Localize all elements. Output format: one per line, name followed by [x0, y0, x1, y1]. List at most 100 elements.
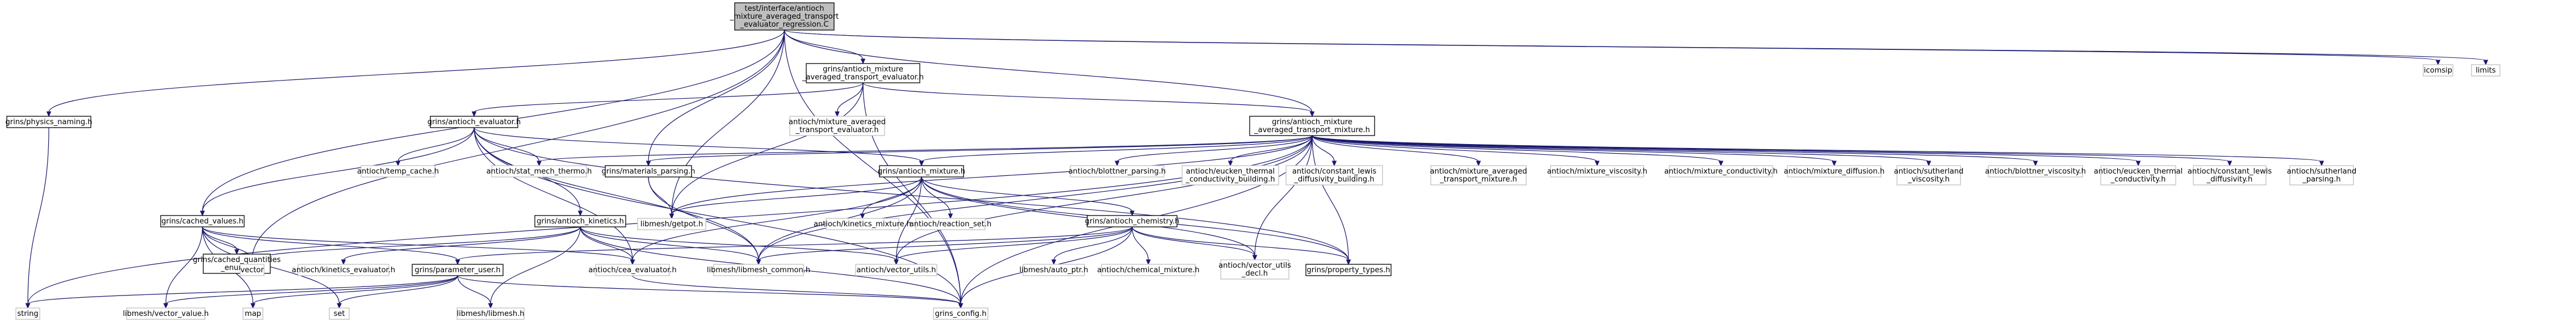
- node-set[interactable]: set: [329, 307, 350, 320]
- node-matpars[interactable]: grins/materials_parsing.h: [602, 165, 696, 178]
- node-getpot[interactable]: libmesh/getpot.h: [637, 218, 706, 230]
- node-bparse[interactable]: antioch/blottner_parsing.h: [1069, 165, 1166, 178]
- node-phys[interactable]: grins/physics_naming.h: [6, 116, 93, 128]
- node-cldiff[interactable]: antioch/constant_lewis_diffusivity.h: [2188, 165, 2272, 185]
- edge-puser-to-set: [338, 275, 458, 305]
- node-kvmix[interactable]: antioch/kinetics_mixture.h: [814, 218, 911, 230]
- node-vutils[interactable]: antioch/vector_utils.h: [855, 264, 937, 276]
- edge-arrowhead: [1594, 161, 1600, 167]
- node-mvisc[interactable]: antioch/mixture_viscosity.h: [1547, 165, 1647, 178]
- edge-arrowhead: [669, 213, 675, 220]
- node-cvals[interactable]: grins/cached_values.h: [160, 215, 245, 227]
- node-map[interactable]: map: [242, 307, 263, 320]
- edge-akin-to-keval: [343, 226, 581, 261]
- node-label: libmesh/getpot.h: [640, 220, 703, 229]
- node-vector[interactable]: vector: [240, 264, 265, 276]
- node-sutvisc[interactable]: antioch/sutherland_viscosity.h: [1894, 165, 1963, 185]
- edge-amatm-to-euctc: [1312, 135, 2139, 162]
- node-label: antioch/chemical_mixture.h: [1097, 266, 1199, 275]
- node-label: _decl.h: [1241, 269, 1268, 278]
- edge-arrowhead: [1718, 161, 1724, 167]
- node-amatm[interactable]: grins/antioch_mixture_averaged_transport…: [1249, 116, 1375, 136]
- node-label: _transport_evaluator.h: [795, 126, 878, 134]
- edge-amatm-to-vutils: [895, 135, 1313, 261]
- edge-arrowhead: [630, 259, 635, 265]
- edge-arrowhead: [958, 303, 964, 309]
- node-box: [2471, 64, 2500, 77]
- edge-phys-to-string: [27, 127, 49, 305]
- node-tcache[interactable]: antioch/temp_cache.h: [357, 165, 439, 178]
- edge-amatm-to-proptypes: [1312, 135, 1349, 261]
- node-blotvisc[interactable]: antioch/blottner_viscosity.h: [1985, 165, 2086, 178]
- node-label: string: [17, 310, 38, 318]
- edge-arrowhead: [860, 58, 866, 65]
- node-label: grins_config.h: [935, 310, 987, 318]
- node-box: [491, 165, 587, 178]
- node-etcb[interactable]: antioch/eucken_thermal_conductivity_buil…: [1182, 165, 1279, 185]
- node-box: [1220, 259, 1289, 280]
- node-amix[interactable]: grins/antioch_mixture.h: [878, 165, 965, 178]
- node-lmcommon[interactable]: libmesh/libmesh_common.h: [707, 264, 810, 276]
- node-box: [1550, 165, 1644, 178]
- edge-arrowhead: [1346, 259, 1351, 265]
- node-layer: test/interface/antioch_mixture_averaged_…: [6, 2, 2500, 320]
- node-sutpars[interactable]: antioch/sutherland_parsing.h: [2287, 165, 2356, 185]
- node-proptypes[interactable]: grins/property_types.h: [1305, 264, 1392, 276]
- node-smthermo[interactable]: antioch/stat_mech_thermo.h: [487, 165, 592, 178]
- edge-mate-to-getpot: [671, 82, 864, 215]
- edge-amatm-to-matpars: [648, 135, 1313, 162]
- node-limits[interactable]: limits: [2471, 64, 2500, 77]
- node-mdiff[interactable]: antioch/mixture_diffusion.h: [1784, 165, 1885, 178]
- node-lmlib[interactable]: libmesh/libmesh.h: [456, 307, 525, 320]
- node-label: antioch/mixture_averaged: [1430, 167, 1527, 176]
- node-string[interactable]: string: [15, 307, 40, 320]
- node-mcond[interactable]: antioch/mixture_conductivity.h: [1664, 165, 1778, 178]
- edge-arrowhead: [25, 303, 31, 309]
- node-label: grins/antioch_mixture: [823, 65, 903, 74]
- node-label: antioch/mixture_diffusion.h: [1784, 167, 1885, 176]
- node-keval[interactable]: antioch/kinetics_evaluator.h: [292, 264, 395, 276]
- node-cldb[interactable]: antioch/constant_lewis_diffusivity_build…: [1285, 165, 1383, 185]
- node-label: antioch/kinetics_mixture.h: [814, 220, 911, 229]
- node-cqenum[interactable]: grins/cached_quantities_enum.h: [193, 254, 281, 274]
- edge-arrowhead: [1115, 161, 1120, 167]
- node-ceval[interactable]: antioch/cea_evaluator.h: [588, 264, 677, 276]
- edge-arrowhead: [646, 161, 651, 167]
- edge-aeval-to-smthermo: [474, 127, 540, 162]
- edge-arrowhead: [455, 259, 460, 265]
- node-label: set: [334, 310, 345, 318]
- node-mate[interactable]: grins/antioch_mixture_averaged_transport…: [802, 63, 924, 83]
- node-label: grins/materials_parsing.h: [602, 167, 696, 176]
- node-aeval[interactable]: grins/antioch_evaluator.h: [428, 116, 521, 128]
- node-akin[interactable]: grins/antioch_kinetics.h: [534, 215, 626, 227]
- node-rset[interactable]: antioch/reaction_set.h: [910, 218, 991, 230]
- node-root[interactable]: test/interface/antioch_mixture_averaged_…: [730, 2, 839, 31]
- edge-aeval-to-amix: [474, 127, 922, 162]
- edge-amatm-to-vudecl: [1254, 135, 1313, 256]
- node-autojit[interactable]: libmesh/auto_ptr.h: [1019, 264, 1088, 276]
- node-chemmix[interactable]: antioch/chemical_mixture.h: [1097, 264, 1200, 276]
- node-label: grins/antioch_mixture.h: [878, 167, 965, 176]
- node-amate_ext[interactable]: antioch/mixture_averaged_transport_evalu…: [789, 116, 886, 136]
- node-puser[interactable]: grins/parameter_user.h: [412, 264, 504, 276]
- edge-arrowhead: [1146, 259, 1151, 265]
- node-label: antioch/mixture_conductivity.h: [1664, 167, 1778, 176]
- node-label: libmesh/libmesh.h: [456, 310, 524, 318]
- node-label: antioch/blottner_viscosity.h: [1985, 167, 2086, 176]
- edge-arrowhead: [835, 111, 840, 117]
- node-gconfig[interactable]: grins_config.h: [933, 307, 988, 320]
- edge-puser-to-lmvv: [165, 275, 458, 305]
- node-lmvv[interactable]: libmesh/vector_value.h: [123, 307, 209, 320]
- edge-root-to-icom: [784, 29, 2439, 61]
- edge-amatm-to-mdiff: [1312, 135, 1835, 162]
- node-euctc[interactable]: antioch/eucken_thermal_conductivity.h: [2094, 165, 2183, 185]
- node-amatm_ext[interactable]: antioch/mixture_averaged_transport_mixtu…: [1430, 165, 1527, 185]
- edge-arrowhead: [577, 210, 583, 217]
- edge-arrowhead: [537, 161, 542, 167]
- edge-akin-to-vector: [252, 226, 581, 261]
- node-icom[interactable]: icomsip: [2423, 64, 2453, 77]
- node-achem[interactable]: grins/antioch_chemistry.h: [1085, 215, 1179, 227]
- node-vudecl[interactable]: antioch/vector_utils_decl.h: [1218, 259, 1291, 280]
- node-box: [637, 218, 706, 230]
